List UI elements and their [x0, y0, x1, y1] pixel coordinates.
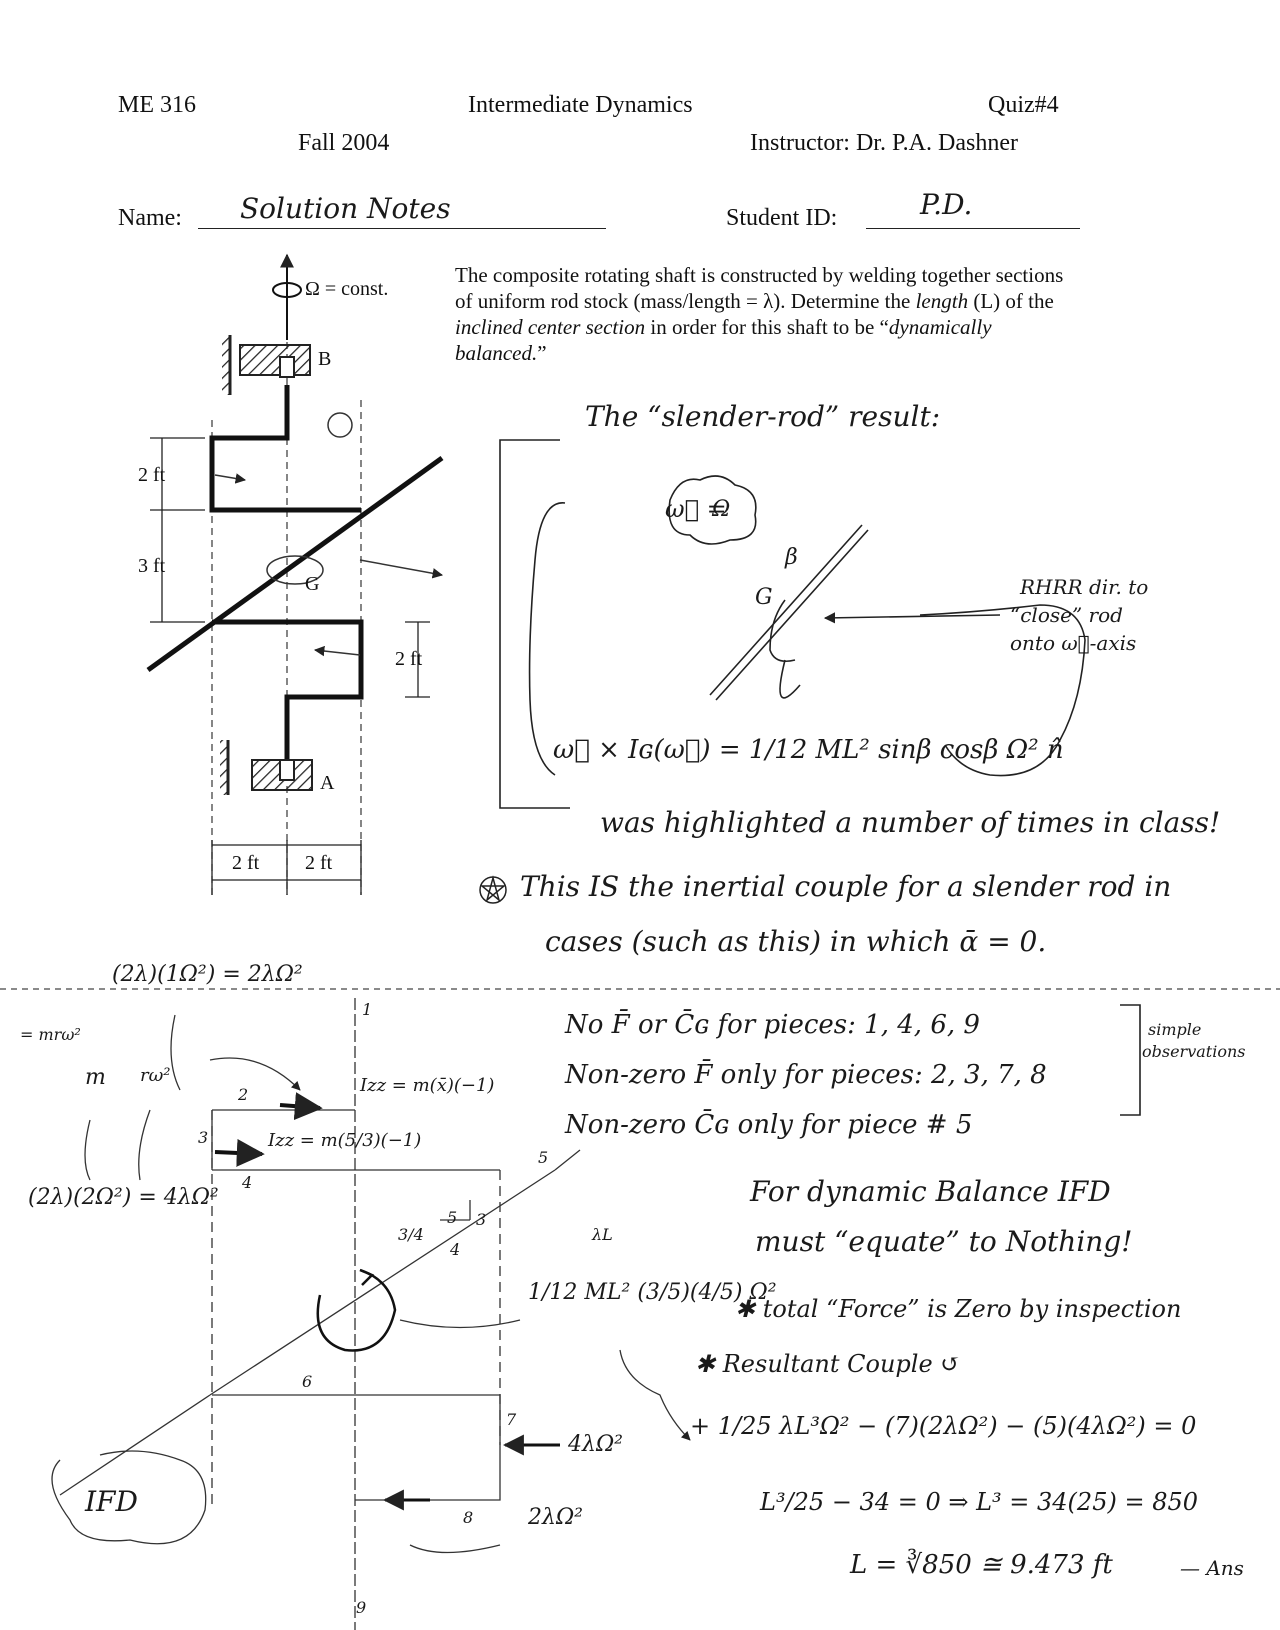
total-force-note: ✱ total “Force” is Zero by inspection: [735, 1295, 1182, 1323]
dim-3ft: 3 ft: [138, 555, 166, 577]
ifd-force-8: 2λΩ²: [528, 1505, 583, 1530]
ifd-m-label: m: [85, 1065, 106, 1090]
slender-rod-sketch: [499, 439, 1086, 809]
bearing-a: [220, 740, 313, 795]
point-b-label: B: [318, 348, 332, 370]
ifd-izz-mid: Izz = m(5/3)(−1): [268, 1130, 422, 1151]
omega-arrow: [272, 253, 302, 340]
piece-2: 2: [238, 1085, 249, 1104]
problem-statement: The composite rotating shaft is construc…: [455, 262, 1075, 366]
problem-text-5: in order for this shaft to be “: [645, 315, 889, 339]
course-code: ME 316: [118, 92, 196, 118]
piece-1: 1: [362, 1000, 373, 1019]
figure-handmarks: [214, 412, 444, 657]
balance-equation-2: L³/25 − 34 = 0 ⇒ L³ = 34(25) = 850: [760, 1488, 1198, 1516]
this-is-note: This IS the inertial couple for a slende…: [520, 870, 1172, 903]
piece-8: 8: [463, 1508, 474, 1527]
student-id-label: Student ID:: [726, 205, 838, 231]
answer-tag: — Ans: [1180, 1556, 1244, 1580]
ifd-label: IFD: [85, 1485, 138, 1518]
ifd-izz-top: Izz = m(x̄)(−1): [360, 1075, 495, 1096]
rhrr-note-1: RHRR dir. to: [1020, 575, 1149, 599]
point-a-label: A: [320, 772, 335, 794]
ifd-top-force: (2λ)(1Ω²) = 2λΩ²: [112, 962, 303, 987]
student-id-underline: [866, 228, 1080, 229]
dim-2ft-bottom-left: 2 ft: [232, 852, 260, 874]
ifd-left-force: (2λ)(2Ω²) = 4λΩ²: [28, 1185, 219, 1210]
omega-bubble-value: Ω: [712, 497, 731, 522]
ifd-couple-5: 1/12 ML² (3/5)(4/5) Ω²: [528, 1280, 777, 1305]
problem-text-balanced: dynamically balanced.: [455, 315, 992, 365]
piece-9: 9: [356, 1598, 367, 1617]
ifd-diagram: [51, 998, 1141, 1630]
bearing-b: [222, 335, 311, 395]
problem-text-7: ”: [537, 341, 547, 365]
final-answer: L = ∛850 ≅ 9.473 ft: [850, 1550, 1113, 1580]
ifd-slope-34: 3/4: [398, 1225, 424, 1244]
piece-6: 6: [302, 1372, 313, 1391]
ifd-slope-4: 4: [450, 1240, 461, 1259]
ifd-slope-3: 3: [476, 1210, 487, 1229]
ifd-slope-5: 5: [447, 1208, 458, 1227]
observations-note: observations: [1142, 1042, 1246, 1061]
ifd-lambda-l: λL: [592, 1225, 613, 1244]
omega-vector-label: ω⃗ =: [665, 495, 727, 523]
rhrr-note-2: “close” rod: [1010, 603, 1123, 627]
ifd-rw-label: rω²: [140, 1065, 171, 1086]
observation-2: Non-zero F̄ only for pieces: 2, 3, 7, 8: [565, 1060, 1047, 1090]
problem-text-1: The composite rotating shaft is construc…: [455, 263, 1064, 313]
problem-text-inclined: inclined center section: [455, 315, 646, 339]
name-value: Solution Notes: [240, 192, 451, 225]
dim-2ft-bottom-right: 2 ft: [305, 852, 333, 874]
star-mark: [479, 875, 507, 904]
inertial-couple-equation: ω⃗ × Iɢ(ω⃗) = 1/12 ML² sinβ cosβ Ω² n̂: [553, 735, 1064, 765]
slender-rod-heading: The “slender-rod” result:: [585, 400, 941, 433]
piece-5: 5: [538, 1148, 549, 1167]
piece-7: 7: [506, 1410, 517, 1429]
balance-note-2: must “equate” to Nothing!: [755, 1225, 1133, 1258]
quiz-number: Quiz#4: [988, 92, 1059, 118]
dim-2ft-top: 2 ft: [138, 464, 166, 486]
name-underline: [198, 228, 606, 229]
point-g-label: G: [305, 573, 320, 595]
term: Fall 2004: [298, 130, 390, 156]
ifd-force-7: 4λΩ²: [568, 1432, 623, 1457]
omega-const-label: Ω = const.: [305, 278, 389, 300]
g-point-note: G: [755, 585, 773, 610]
highlighted-note: was highlighted a number of times in cla…: [600, 806, 1221, 839]
piece-3: 3: [198, 1128, 209, 1147]
ifd-mrw: = mrω²: [20, 1025, 81, 1044]
student-id-value: P.D.: [920, 188, 973, 221]
cases-note: cases (such as this) in which ᾱ = 0.: [545, 925, 1047, 958]
balance-note-1: For dynamic Balance IFD: [750, 1175, 1111, 1208]
observation-1: No F̄ or C̄ɢ for pieces: 1, 4, 6, 9: [565, 1010, 980, 1040]
dim-2ft-right: 2 ft: [395, 648, 423, 670]
name-label: Name:: [118, 205, 182, 231]
instructor: Instructor: Dr. P.A. Dashner: [750, 130, 1018, 156]
rhrr-note-3: onto ω⃗-axis: [1010, 631, 1137, 655]
resultant-couple-note: ✱ Resultant Couple ↺: [695, 1350, 961, 1378]
beta-label: β: [785, 545, 798, 570]
balance-equation-1: + 1/25 λL³Ω² − (7)(2λΩ²) − (5)(4λΩ²) = 0: [690, 1412, 1197, 1440]
problem-text-length: length: [915, 289, 969, 313]
piece-4: 4: [242, 1173, 253, 1192]
simple-note: simple: [1148, 1020, 1202, 1039]
dimensions: [150, 437, 430, 895]
shaft-figure: [146, 385, 444, 760]
course-title: Intermediate Dynamics: [468, 92, 693, 118]
problem-text-3: (L) of the: [968, 289, 1054, 313]
observation-3: Non-zero C̄ɢ only for piece # 5: [565, 1110, 973, 1140]
